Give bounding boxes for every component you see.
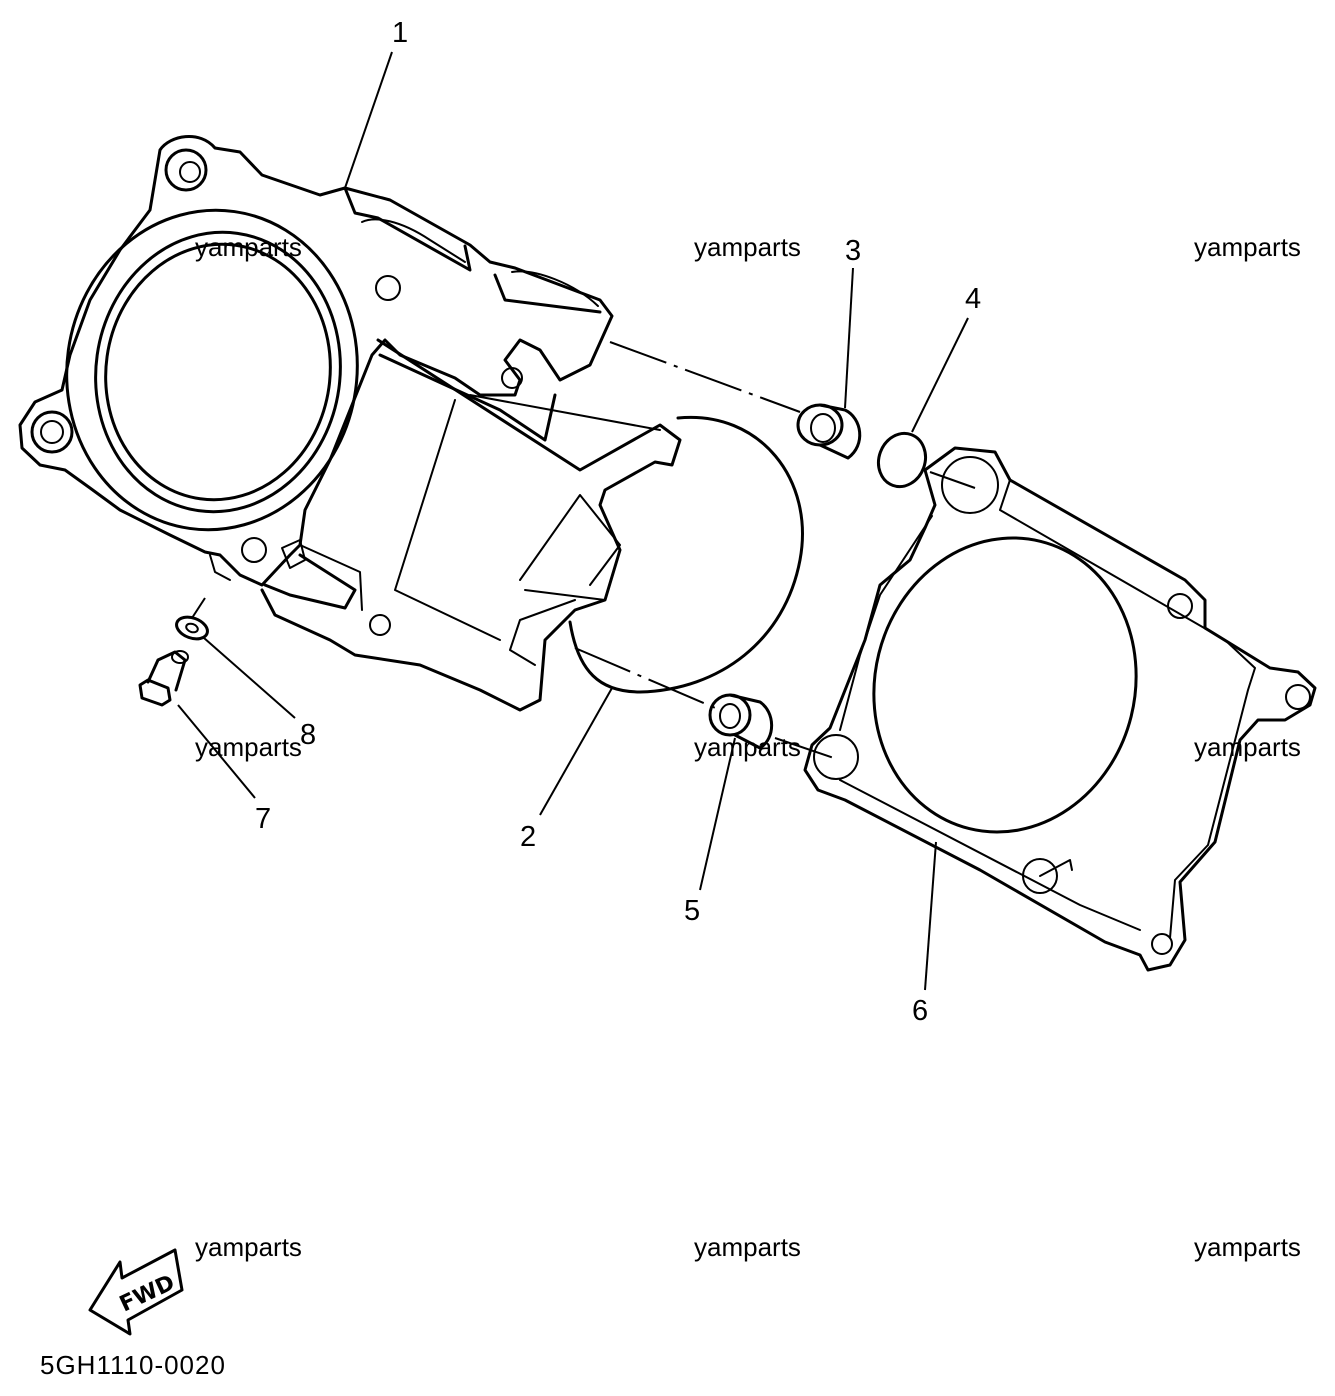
callout-4: 4 (965, 283, 981, 315)
callout-8: 8 (300, 719, 316, 751)
watermark-text: yamparts (195, 232, 302, 262)
callout-1: 1 (392, 17, 408, 49)
callout-6: 6 (912, 995, 928, 1027)
watermark-text: yamparts (694, 232, 801, 262)
callout-3: 3 (845, 235, 861, 267)
watermark-text: yamparts (694, 732, 801, 762)
watermark-text: yamparts (1194, 232, 1301, 262)
watermarks: yamparts yamparts yamparts yamparts yamp… (195, 232, 1301, 1262)
fwd-arrow-icon: FWD (88, 1248, 184, 1336)
dowel-pin-lower (708, 693, 774, 750)
watermark-text: yamparts (694, 1232, 801, 1262)
watermark-text: yamparts (195, 1232, 302, 1262)
washer-part (175, 615, 209, 641)
leader-lines (177, 51, 969, 991)
callout-5: 5 (684, 895, 700, 927)
assembly-centerlines (191, 341, 976, 759)
callout-numbers: 1 2 3 4 5 6 7 8 (255, 17, 981, 1027)
watermark-text: yamparts (1194, 732, 1301, 762)
watermark-text: yamparts (195, 732, 302, 762)
callout-7: 7 (255, 803, 271, 835)
piston-ring-part (568, 415, 804, 694)
callout-2: 2 (520, 821, 536, 853)
o-ring-part (876, 431, 928, 489)
cylinder-part (18, 134, 682, 712)
dowel-pin-upper (796, 403, 862, 460)
cylinder-gasket-part (803, 446, 1317, 972)
watermark-text: yamparts (1194, 1232, 1301, 1262)
fitting-bolt-part (138, 650, 189, 707)
diagram-code: 5GH1110-0020 (40, 1350, 226, 1380)
